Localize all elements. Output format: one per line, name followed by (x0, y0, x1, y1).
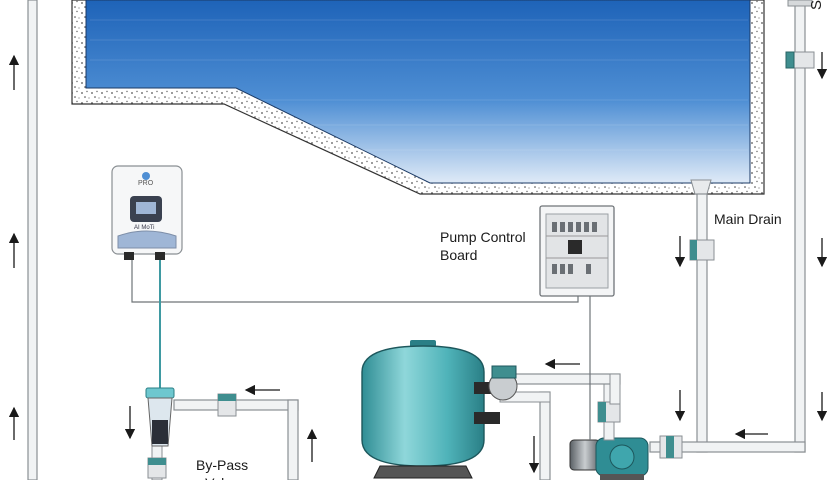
skimmer-pipe (785, 0, 815, 453)
control-wiring (131, 258, 591, 440)
pool-water (85, 0, 751, 184)
main-drain-pipe (689, 179, 715, 453)
pump-control-board-label: Pump Control Board (440, 229, 526, 263)
left-return-pipe (27, 0, 38, 480)
skimmer-label: Sk (808, 0, 825, 10)
pump-control-board (539, 205, 615, 297)
pool-pump (569, 383, 649, 480)
sand-filter-tank (361, 340, 518, 479)
device-name-label: AI MoTi (134, 225, 155, 231)
bypass-circuit (147, 393, 299, 480)
salt-chlorinator-unit (111, 165, 183, 260)
bypass-valve-label: By-Pass Valve (196, 457, 249, 480)
device-brand-label: PRO (138, 180, 154, 187)
main-drain-label: Main Drain (714, 211, 782, 227)
probe-holder (145, 387, 175, 447)
suction-collector-pipe (649, 435, 806, 459)
